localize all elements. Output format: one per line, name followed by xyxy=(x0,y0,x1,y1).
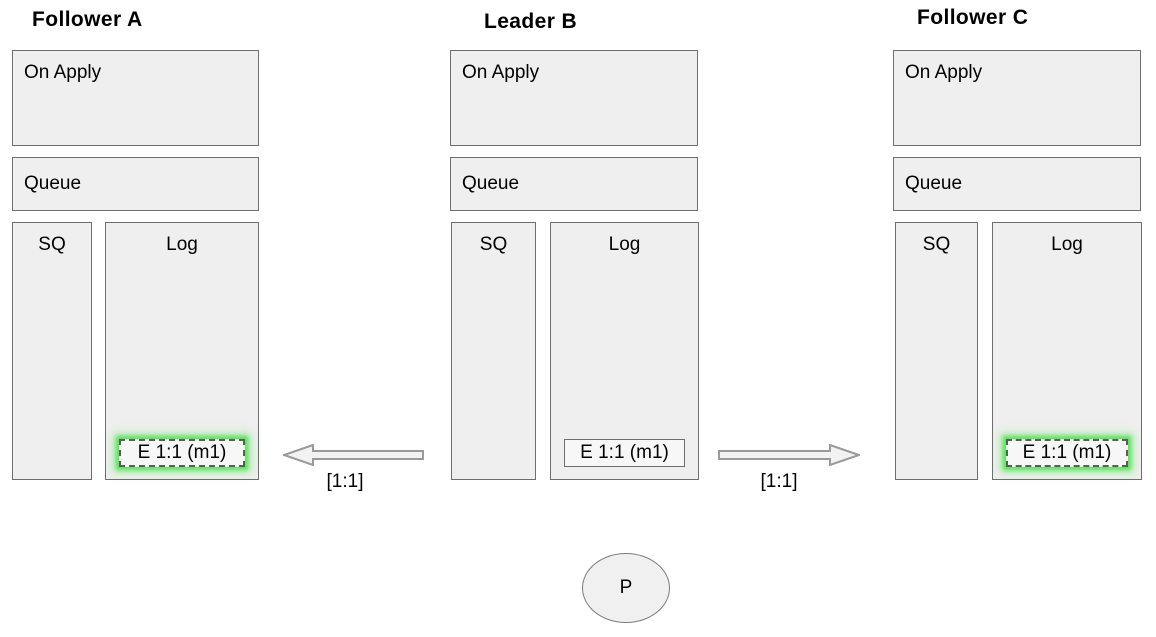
log-entry: E 1:1 (m1) xyxy=(1006,439,1128,467)
log-box-follower-a: Log E 1:1 (m1) xyxy=(105,222,259,480)
on-apply-label: On Apply xyxy=(24,62,102,83)
log-label: Log xyxy=(608,234,641,255)
queue-label: Queue xyxy=(462,173,520,194)
log-box-follower-c: Log E 1:1 (m1) xyxy=(992,222,1142,480)
queue-box-leader-b: Queue xyxy=(450,157,698,211)
on-apply-box-follower-a: On Apply xyxy=(12,50,259,146)
right-block-arrow-icon xyxy=(718,444,860,466)
queue-box-follower-c: Queue xyxy=(893,157,1141,211)
arrow-label-left: [1:1] xyxy=(326,471,364,492)
on-apply-label: On Apply xyxy=(462,62,540,83)
log-label: Log xyxy=(1051,234,1083,255)
sq-label: SQ xyxy=(479,234,508,255)
left-block-arrow-icon xyxy=(283,444,424,466)
replication-arrow-to-follower-a xyxy=(283,444,424,466)
log-label: Log xyxy=(166,234,198,255)
sq-label: SQ xyxy=(38,234,66,255)
log-entry: E 1:1 (m1) xyxy=(119,439,245,467)
arrow-label-right: [1:1] xyxy=(760,471,798,492)
queue-label: Queue xyxy=(24,173,82,194)
log-entry: E 1:1 (m1) xyxy=(564,439,685,467)
queue-label: Queue xyxy=(905,173,963,194)
queue-box-follower-a: Queue xyxy=(12,157,259,211)
sq-box-follower-a: SQ xyxy=(12,222,92,480)
log-box-leader-b: Log E 1:1 (m1) xyxy=(550,222,699,480)
on-apply-box-leader-b: On Apply xyxy=(450,50,698,146)
node-title-follower-a: Follower A xyxy=(32,8,143,31)
on-apply-label: On Apply xyxy=(905,62,983,83)
node-title-leader-b: Leader B xyxy=(484,10,578,33)
sq-box-leader-b: SQ xyxy=(451,222,536,480)
sq-label: SQ xyxy=(922,234,951,255)
proposer-circle: P xyxy=(582,553,670,623)
replication-arrow-to-follower-c xyxy=(718,444,860,466)
sq-box-follower-c: SQ xyxy=(895,222,978,480)
node-title-follower-c: Follower C xyxy=(917,6,1029,29)
on-apply-box-follower-c: On Apply xyxy=(893,50,1141,146)
proposer-label: P xyxy=(619,577,633,598)
